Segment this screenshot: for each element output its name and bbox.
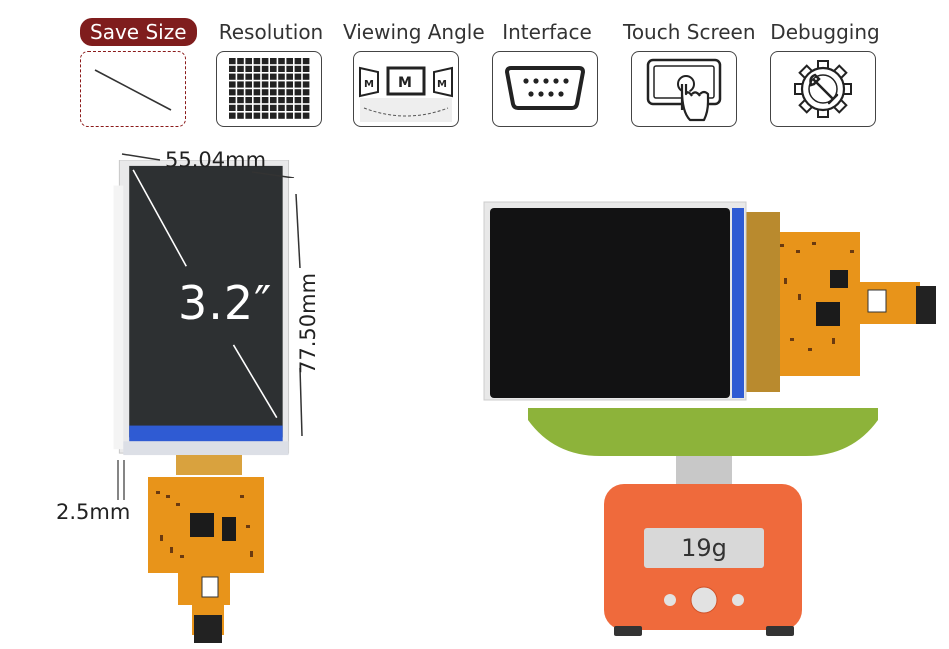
- feature-icon-box: [80, 51, 186, 127]
- height-dimension-line: [295, 193, 303, 437]
- feature-interface[interactable]: Interface: [492, 18, 602, 127]
- feature-save-size[interactable]: Save Size: [80, 18, 197, 127]
- touch-hand-icon: [646, 58, 722, 122]
- feature-label: Resolution: [218, 20, 324, 44]
- feature-label: Debugging: [770, 20, 880, 44]
- feature-label: Viewing Angle: [343, 20, 485, 44]
- feature-icon-box: [216, 51, 322, 127]
- gear-wrench-icon: [794, 60, 852, 118]
- screen-size-label: 3.2″: [178, 276, 273, 330]
- lcd-front-view: [113, 160, 290, 456]
- feature-label: Interface: [502, 20, 592, 44]
- feature-icon-box: [631, 51, 737, 127]
- serial-port-icon: [504, 66, 586, 110]
- feature-touch-screen[interactable]: Touch Screen: [623, 18, 756, 127]
- pixel-grid-icon: [227, 57, 311, 121]
- width-dimension-line: [121, 153, 295, 178]
- feature-viewing-angle[interactable]: Viewing Angle M M M: [343, 18, 485, 127]
- lcd-on-scale-view: [483, 201, 936, 636]
- feature-label: Touch Screen: [623, 20, 756, 44]
- feature-label: Save Size: [80, 18, 197, 46]
- svg-text:M: M: [398, 75, 412, 91]
- feature-debugging[interactable]: Debugging: [770, 18, 880, 127]
- feature-icon-box: M M M: [353, 51, 459, 127]
- scale-weight-readout: 19g: [681, 534, 727, 562]
- thickness-dimension-line: [117, 460, 125, 500]
- fpc-board-left: [148, 455, 264, 643]
- svg-text:M: M: [437, 79, 447, 90]
- diagonal-line-icon: [94, 69, 172, 111]
- feature-resolution[interactable]: Resolution: [216, 18, 326, 127]
- width-label: 55.04mm: [165, 148, 267, 172]
- viewing-angle-icon: M M M: [359, 66, 453, 122]
- feature-icon-box: [492, 51, 598, 127]
- feature-icon-box: [770, 51, 876, 127]
- svg-text:M: M: [364, 79, 374, 90]
- height-label: 77.50mm: [296, 272, 320, 374]
- thickness-label: 2.5mm: [56, 500, 131, 524]
